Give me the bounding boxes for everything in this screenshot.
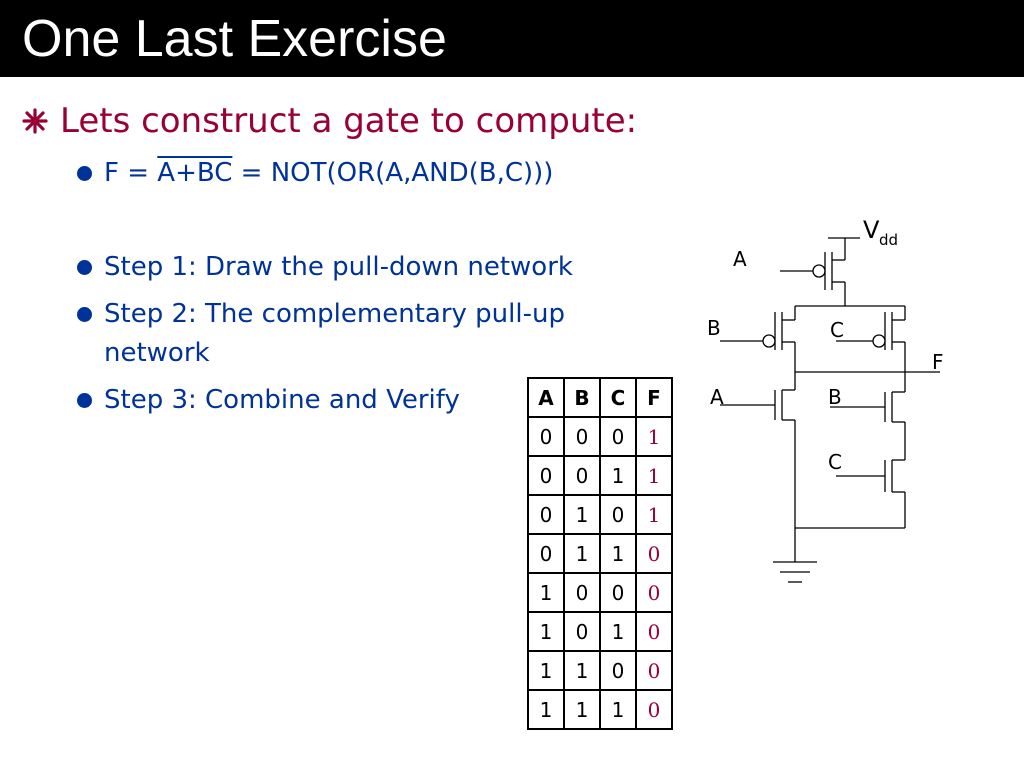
main-bullet: Lets construct a gate to compute: — [60, 101, 638, 141]
cmos-circuit-diagram: V dd A B C F A B C — [707, 216, 944, 583]
input-label-c: C — [828, 450, 842, 474]
bullet-dot-icon — [77, 166, 92, 181]
table-cell: 1 — [527, 689, 565, 730]
vdd-label: V — [863, 216, 880, 244]
step-3: Step 3: Combine and Verify — [104, 385, 460, 415]
table-cell: 1 — [599, 455, 637, 496]
table-cell: 1 — [599, 533, 637, 574]
formula-suffix: = NOT(OR(A,AND(B,C))) — [232, 158, 554, 188]
table-cell: 1 — [527, 611, 565, 652]
table-cell: 0 — [599, 416, 637, 457]
table-cell: 1 — [599, 689, 637, 730]
step-1: Step 1: Draw the pull-down network — [104, 252, 573, 282]
table-cell: 0 — [527, 416, 565, 457]
input-label-b: B — [707, 316, 721, 340]
table-row: 1 1 1 0 — [527, 689, 673, 730]
output-cell: 1 — [635, 494, 673, 535]
input-label-a: A — [733, 247, 747, 271]
table-cell: 0 — [599, 494, 637, 535]
output-cell: 0 — [635, 572, 673, 613]
header-cell: A — [527, 377, 565, 418]
bullet-dot-icon — [77, 393, 92, 408]
table-cell: 0 — [527, 455, 565, 496]
table-cell: 1 — [527, 650, 565, 691]
truth-table: A B C F 0 0 0 1 0 0 1 1 0 1 0 1 0 1 1 0 … — [527, 377, 673, 730]
table-cell: 0 — [563, 611, 601, 652]
table-cell: 1 — [563, 533, 601, 574]
asterisk-bullet-icon — [22, 108, 48, 134]
output-cell: 0 — [635, 533, 673, 574]
table-row: 0 0 0 1 — [527, 416, 673, 457]
table-cell: 0 — [599, 650, 637, 691]
bullet-dot-icon — [77, 260, 92, 275]
vdd-subscript: dd — [879, 231, 898, 249]
table-cell: 1 — [563, 689, 601, 730]
table-cell: 0 — [527, 533, 565, 574]
table-cell: 1 — [599, 611, 637, 652]
formula-overlined: A+BC — [157, 158, 233, 188]
step-2: Step 2: The complementary pull-up — [104, 299, 565, 329]
bullet-dot-icon — [77, 307, 92, 322]
output-cell: 0 — [635, 611, 673, 652]
header-cell: C — [599, 377, 637, 418]
output-label-f: F — [932, 350, 944, 374]
output-cell: 0 — [635, 689, 673, 730]
input-label-c: C — [830, 318, 844, 342]
output-cell: 1 — [635, 416, 673, 457]
truth-table-header: A B C F — [527, 377, 673, 418]
slide-title: One Last Exercise — [22, 10, 447, 68]
input-label-a: A — [710, 385, 724, 409]
formula-line: F = A+BC = NOT(OR(A,AND(B,C))) — [104, 156, 553, 190]
input-label-b: B — [828, 385, 842, 409]
table-cell: 1 — [563, 650, 601, 691]
title-bar — [0, 0, 1024, 77]
table-row: 1 0 1 0 — [527, 611, 673, 652]
table-row: 1 0 0 0 — [527, 572, 673, 613]
header-cell: F — [635, 377, 673, 418]
output-cell: 0 — [635, 650, 673, 691]
step-2-continued: network — [104, 338, 210, 368]
table-cell: 0 — [527, 494, 565, 535]
table-cell: 0 — [599, 572, 637, 613]
table-row: 1 1 0 0 — [527, 650, 673, 691]
output-cell: 1 — [635, 455, 673, 496]
table-cell: 1 — [527, 572, 565, 613]
formula-prefix: F = — [104, 158, 158, 188]
table-row: 0 1 1 0 — [527, 533, 673, 574]
header-cell: B — [563, 377, 601, 418]
table-cell: 0 — [563, 455, 601, 496]
table-cell: 0 — [563, 572, 601, 613]
table-cell: 0 — [563, 416, 601, 457]
table-cell: 1 — [563, 494, 601, 535]
table-row: 0 0 1 1 — [527, 455, 673, 496]
table-row: 0 1 0 1 — [527, 494, 673, 535]
